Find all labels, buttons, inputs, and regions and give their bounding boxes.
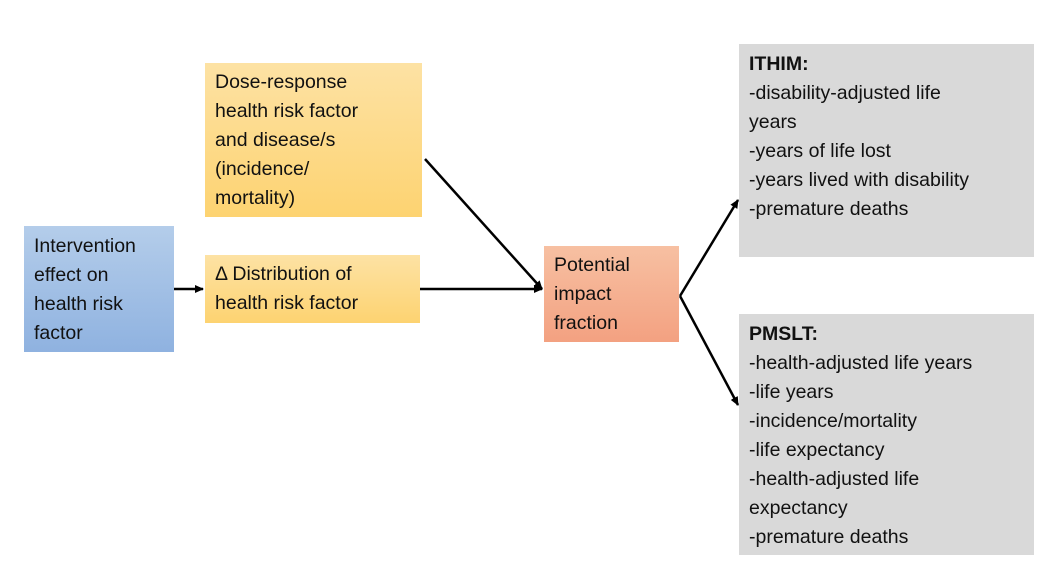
intervention-line-4: factor [34, 322, 83, 344]
distribution-line-1: Δ Distribution of [215, 263, 352, 285]
pif-line-1: Potential [554, 254, 630, 276]
intervention-line-2: effect on [34, 264, 109, 286]
dose-response-line-2: health risk factor [215, 100, 359, 122]
intervention-line-3: health risk [34, 293, 123, 315]
dose-response-line-5: mortality) [215, 187, 296, 209]
pmslt-outcomes-box: PMSLT: -health-adjusted life years -life… [739, 314, 1034, 555]
ithim-item-1: -disability-adjusted life [749, 82, 941, 104]
pmslt-item-1: -health-adjusted life years [749, 352, 973, 374]
distribution-line-2: health risk factor [215, 292, 359, 314]
ithim-outcomes-box: ITHIM: -disability-adjusted life years -… [739, 44, 1034, 257]
ithim-item-4: -years lived with disability [749, 169, 969, 191]
pmslt-item-2: -life years [749, 381, 834, 403]
intervention-effect-box: Intervention effect on health risk facto… [24, 226, 174, 352]
dose-response-line-4: (incidence/ [215, 158, 310, 180]
dose-response-line-1: Dose-response [215, 71, 348, 93]
arrow-pif-to-ithim [678, 199, 740, 297]
arrow-pif-to-pmslt [678, 295, 740, 406]
arrow-dose-response-to-pif [424, 158, 543, 290]
pif-line-3: fraction [554, 312, 618, 334]
intervention-line-1: Intervention [34, 235, 136, 257]
pmslt-item-3: -incidence/mortality [749, 410, 917, 432]
ithim-item-5: -premature deaths [749, 198, 909, 220]
pif-line-2: impact [554, 283, 612, 305]
ithim-item-2: years [749, 111, 797, 133]
distribution-box: Δ Distribution of health risk factor [205, 255, 420, 323]
pmslt-item-4: -life expectancy [749, 439, 885, 461]
pmslt-title: PMSLT: [749, 323, 818, 345]
pmslt-item-6: expectancy [749, 497, 848, 519]
dose-response-line-3: and disease/s [215, 129, 336, 151]
ithim-title: ITHIM: [749, 53, 809, 75]
pmslt-item-5: -health-adjusted life [749, 468, 920, 490]
potential-impact-fraction-box: Potential impact fraction [544, 246, 679, 342]
ithim-item-3: -years of life lost [749, 140, 891, 162]
dose-response-box: Dose-response health risk factor and dis… [205, 63, 422, 217]
pmslt-item-7: -premature deaths [749, 526, 909, 548]
